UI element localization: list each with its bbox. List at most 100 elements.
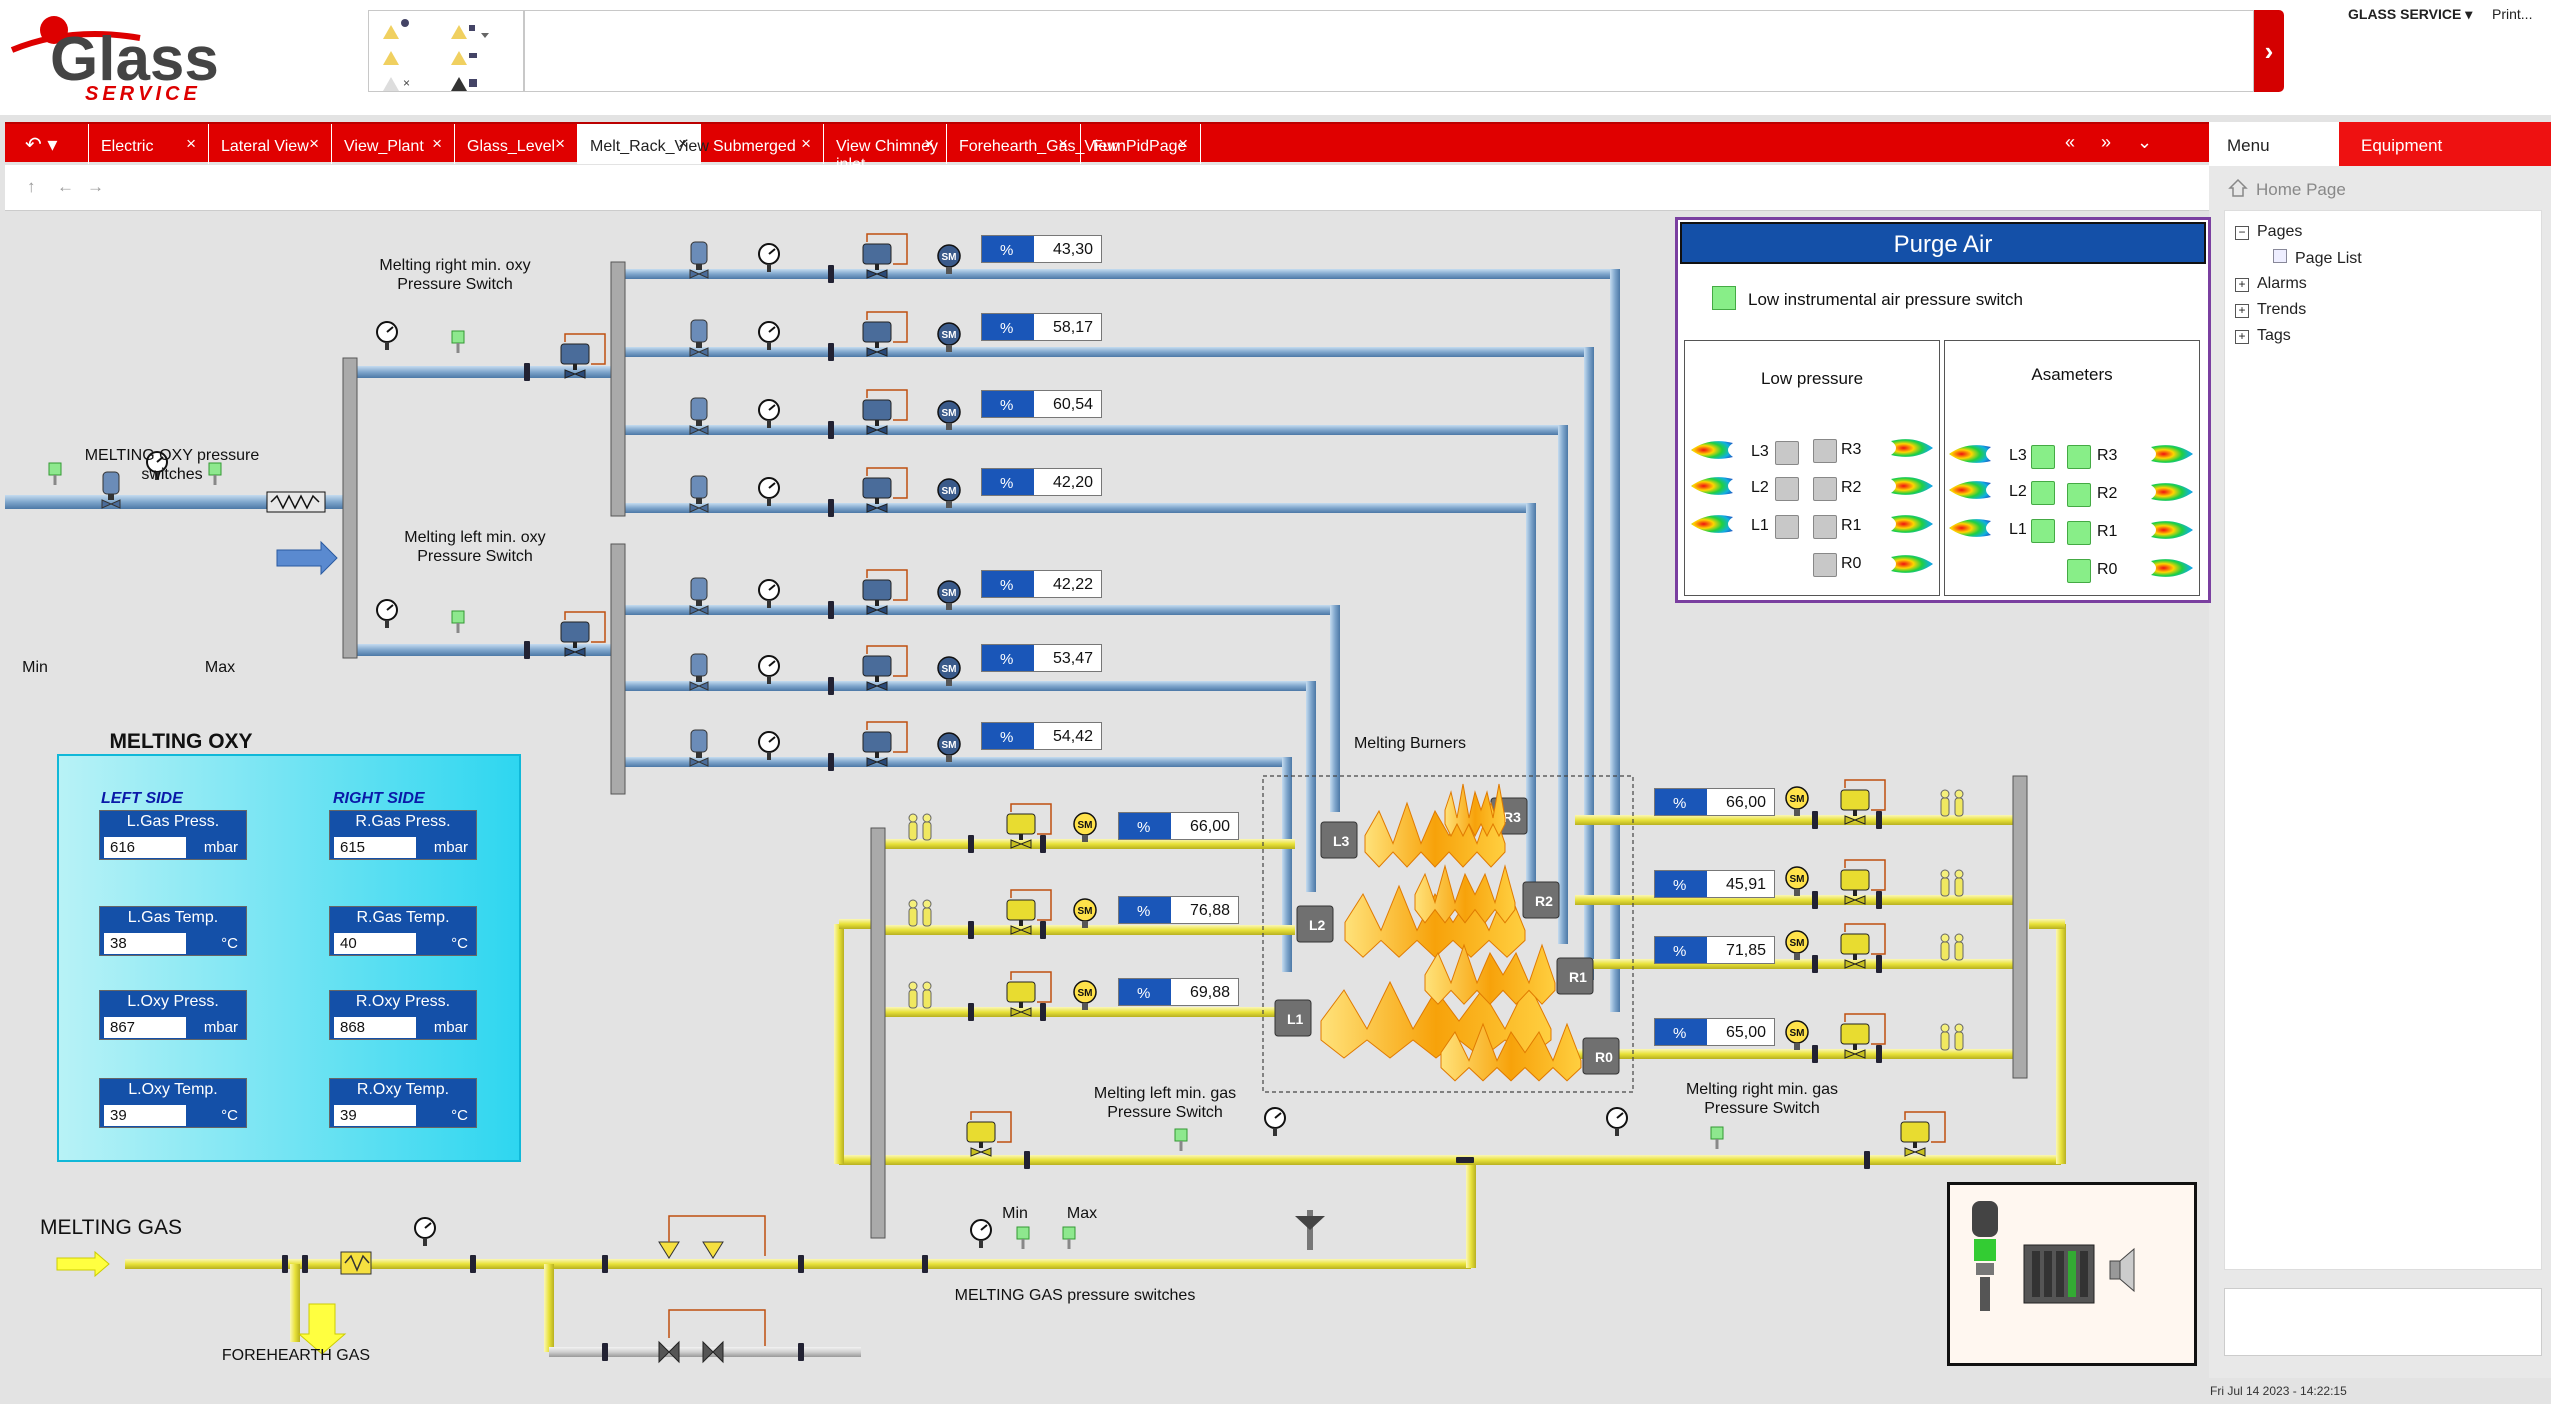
left-gas-control-valve-icon: [1006, 971, 1052, 1017]
tree-label[interactable]: Alarms: [2257, 275, 2307, 292]
close-icon[interactable]: ×: [801, 134, 811, 153]
close-icon[interactable]: ×: [1178, 134, 1188, 153]
measurement-value: 868: [334, 1017, 416, 1038]
gas-gauge-icon: [414, 1217, 436, 1246]
tab-label[interactable]: Electric: [101, 138, 154, 155]
close-icon[interactable]: ×: [186, 134, 196, 153]
tab-label[interactable]: Submerged: [713, 138, 796, 155]
tab-electric[interactable]: Electric ×: [89, 124, 209, 164]
tab-view-chimney-inlet[interactable]: View Chimney inlet×: [824, 124, 947, 173]
expand-icon[interactable]: +: [2235, 330, 2249, 344]
warning-icon[interactable]: [451, 51, 477, 65]
burner-flame-icon: [1691, 441, 1733, 459]
tab-lateral-view[interactable]: Lateral View×: [209, 124, 332, 164]
flowmeter-stem: [1082, 835, 1088, 842]
first-tab-icon[interactable]: «: [2065, 132, 2102, 152]
burner-body: [1582, 1037, 1620, 1075]
chevron-right-icon[interactable]: ›: [2254, 10, 2284, 92]
equipment-tab[interactable]: Equipment: [2339, 122, 2551, 166]
tab-label[interactable]: Lateral View: [221, 138, 309, 155]
arrow-right-icon[interactable]: →: [87, 177, 104, 196]
measurement-title: L.Oxy Temp.: [128, 1081, 218, 1098]
close-icon[interactable]: ×: [924, 134, 934, 153]
switch-led: [1016, 1226, 1030, 1240]
body: [689, 347, 709, 357]
actuator: [560, 343, 590, 365]
tree-item-alarms[interactable]: + Alarms: [2235, 275, 2307, 293]
tab-label[interactable]: Glass_Level: [467, 138, 556, 155]
valve: [922, 907, 932, 927]
tree-label[interactable]: Page List: [2295, 250, 2362, 267]
close-icon[interactable]: ×: [1058, 134, 1068, 153]
tab-label[interactable]: Melt_Rack_View: [590, 138, 709, 155]
tab-label[interactable]: FurnPidPage: [1093, 138, 1187, 155]
right-gas-safety-valves-icon: [1940, 1023, 1964, 1051]
tab-navigation[interactable]: «»⌄: [2065, 132, 2178, 153]
collapse-icon[interactable]: −: [2235, 226, 2249, 240]
burner-label: L3: [1333, 833, 1350, 849]
alarm-filter-icons[interactable]: ×: [368, 10, 524, 92]
tree-item-tags[interactable]: + Tags: [2235, 327, 2291, 345]
close-icon[interactable]: ×: [432, 134, 442, 153]
last-tab-icon[interactable]: »: [2101, 132, 2138, 152]
undo-icon[interactable]: ↶ ▾: [5, 124, 89, 164]
tree-item-page-list[interactable]: Page List: [2273, 249, 2362, 268]
tab-melt-rack-view[interactable]: Melt_Rack_View×: [578, 124, 709, 164]
tab-label[interactable]: Forehearth_Gas_View: [959, 138, 1119, 155]
gas-pipe: [839, 1155, 2061, 1165]
tree-label[interactable]: Pages: [2257, 223, 2303, 240]
stem: [573, 364, 577, 370]
right-gas-safety-valves-icon: [1940, 789, 1964, 817]
switch-stem: [1067, 1239, 1071, 1249]
user-name[interactable]: GLASS SERVICE: [2348, 6, 2462, 22]
arrow-left-icon[interactable]: ←: [57, 177, 74, 196]
warning-icon[interactable]: [451, 77, 477, 91]
tab-glass-level[interactable]: Glass_Level×: [455, 124, 578, 164]
flange: [1812, 1045, 1818, 1063]
measurement-title: L.Oxy Press.: [127, 993, 219, 1010]
valve-top: [1940, 1023, 1950, 1033]
burner-label: R2: [1841, 479, 1862, 496]
right-gas-safety-valves-icon: [1940, 933, 1964, 961]
chevron-down-icon[interactable]: ⌄: [2137, 132, 2179, 152]
valve-body: [1010, 925, 1032, 935]
right-gas-flowmeter-icon: SM: [1785, 1020, 1809, 1050]
expand-icon[interactable]: +: [2235, 278, 2249, 292]
oxy-flowmeter-icon: SM: [937, 656, 961, 686]
low-pressure-led: [1813, 439, 1837, 463]
tab-submerged[interactable]: Submerged ×: [701, 124, 824, 164]
close-icon[interactable]: ×: [309, 134, 319, 153]
tab-label[interactable]: View_Plant: [344, 138, 424, 155]
signal-line: [866, 721, 908, 753]
valve-top: [1954, 789, 1964, 799]
chevron-down-icon[interactable]: [481, 33, 489, 38]
warning-icon[interactable]: ×: [383, 76, 410, 91]
tab-furnpidpage[interactable]: FurnPidPage×: [1081, 124, 1201, 164]
tree-label[interactable]: Trends: [2257, 301, 2307, 318]
close-icon[interactable]: ×: [555, 134, 565, 153]
close-icon[interactable]: ×: [678, 134, 688, 153]
oxy-flowmeter-icon: SM: [937, 580, 961, 610]
expand-icon[interactable]: +: [2235, 304, 2249, 318]
menu-tab[interactable]: Menu: [2209, 122, 2339, 166]
tree-item-trends[interactable]: + Trends: [2235, 301, 2306, 319]
home-page-link[interactable]: Home Page: [2224, 174, 2542, 204]
home-page-label[interactable]: Home Page: [2256, 180, 2346, 199]
gauge-stem: [385, 342, 389, 350]
flame-shape: [1344, 884, 1526, 958]
arrow-up-icon[interactable]: ↑: [27, 177, 36, 196]
tree-label[interactable]: Tags: [2257, 327, 2291, 344]
low-pressure-led: [1813, 515, 1837, 539]
tab-view-plant[interactable]: View_Plant ×: [332, 124, 455, 164]
oxy-gauge-icon: [146, 451, 168, 480]
gas-regulator-icon: [702, 1241, 724, 1259]
tab-forehearth-gas-view[interactable]: Forehearth_Gas_View×: [947, 124, 1119, 164]
warning-icon[interactable]: [383, 51, 399, 65]
stem: [1019, 920, 1023, 926]
measurement-value: 39: [104, 1105, 186, 1126]
print-link[interactable]: Print...: [2492, 6, 2533, 22]
sound-icon[interactable]: [451, 25, 475, 39]
tree-item-pages[interactable]: −Pages: [2235, 223, 2302, 241]
user-menu[interactable]: GLASS SERVICE ▾: [2348, 6, 2472, 23]
warning-icon[interactable]: [383, 19, 409, 39]
